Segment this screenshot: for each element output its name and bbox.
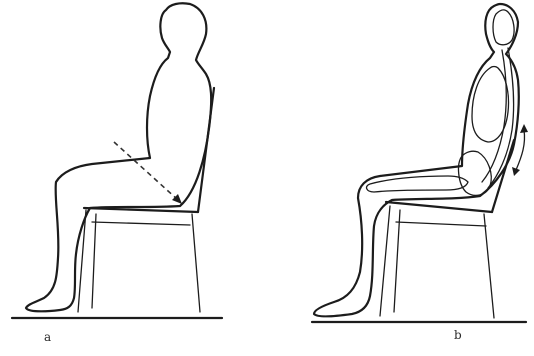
- panel-a-chair-seat: [84, 208, 198, 212]
- panel-label-a: a: [44, 330, 51, 344]
- panel-b-chair-rail: [396, 222, 486, 226]
- panel-b-curved-arrow: [516, 130, 525, 170]
- panel-b-figure: [312, 4, 528, 322]
- panel-a-arrowhead: [172, 194, 182, 204]
- panel-b-arrowhead-up: [520, 124, 528, 133]
- panel-a-chair-front-leg-inner: [92, 214, 96, 308]
- panel-b-skull: [493, 10, 514, 45]
- panel-b-chair-back: [492, 140, 514, 212]
- panel-b-body-outline: [314, 4, 519, 316]
- panel-a-chair-back-leg: [192, 214, 200, 312]
- panel-b-chair-front-leg: [380, 206, 390, 316]
- panel-b-ribcage: [472, 67, 509, 143]
- panel-a-figure: [12, 3, 222, 318]
- panel-b-chair-front-leg-inner: [394, 210, 400, 312]
- panel-label-b: b: [454, 328, 462, 342]
- panel-b-chair-seat: [386, 202, 492, 212]
- panel-b-pelvis: [459, 151, 492, 195]
- panel-b-femur: [367, 176, 468, 192]
- panel-a-body-outline: [26, 3, 211, 311]
- panel-a-chair-rail: [92, 222, 190, 225]
- panel-a-dashed-arrow: [114, 142, 178, 200]
- panel-b-spine-inner: [482, 50, 506, 182]
- panel-b-chair-back-leg: [484, 214, 494, 318]
